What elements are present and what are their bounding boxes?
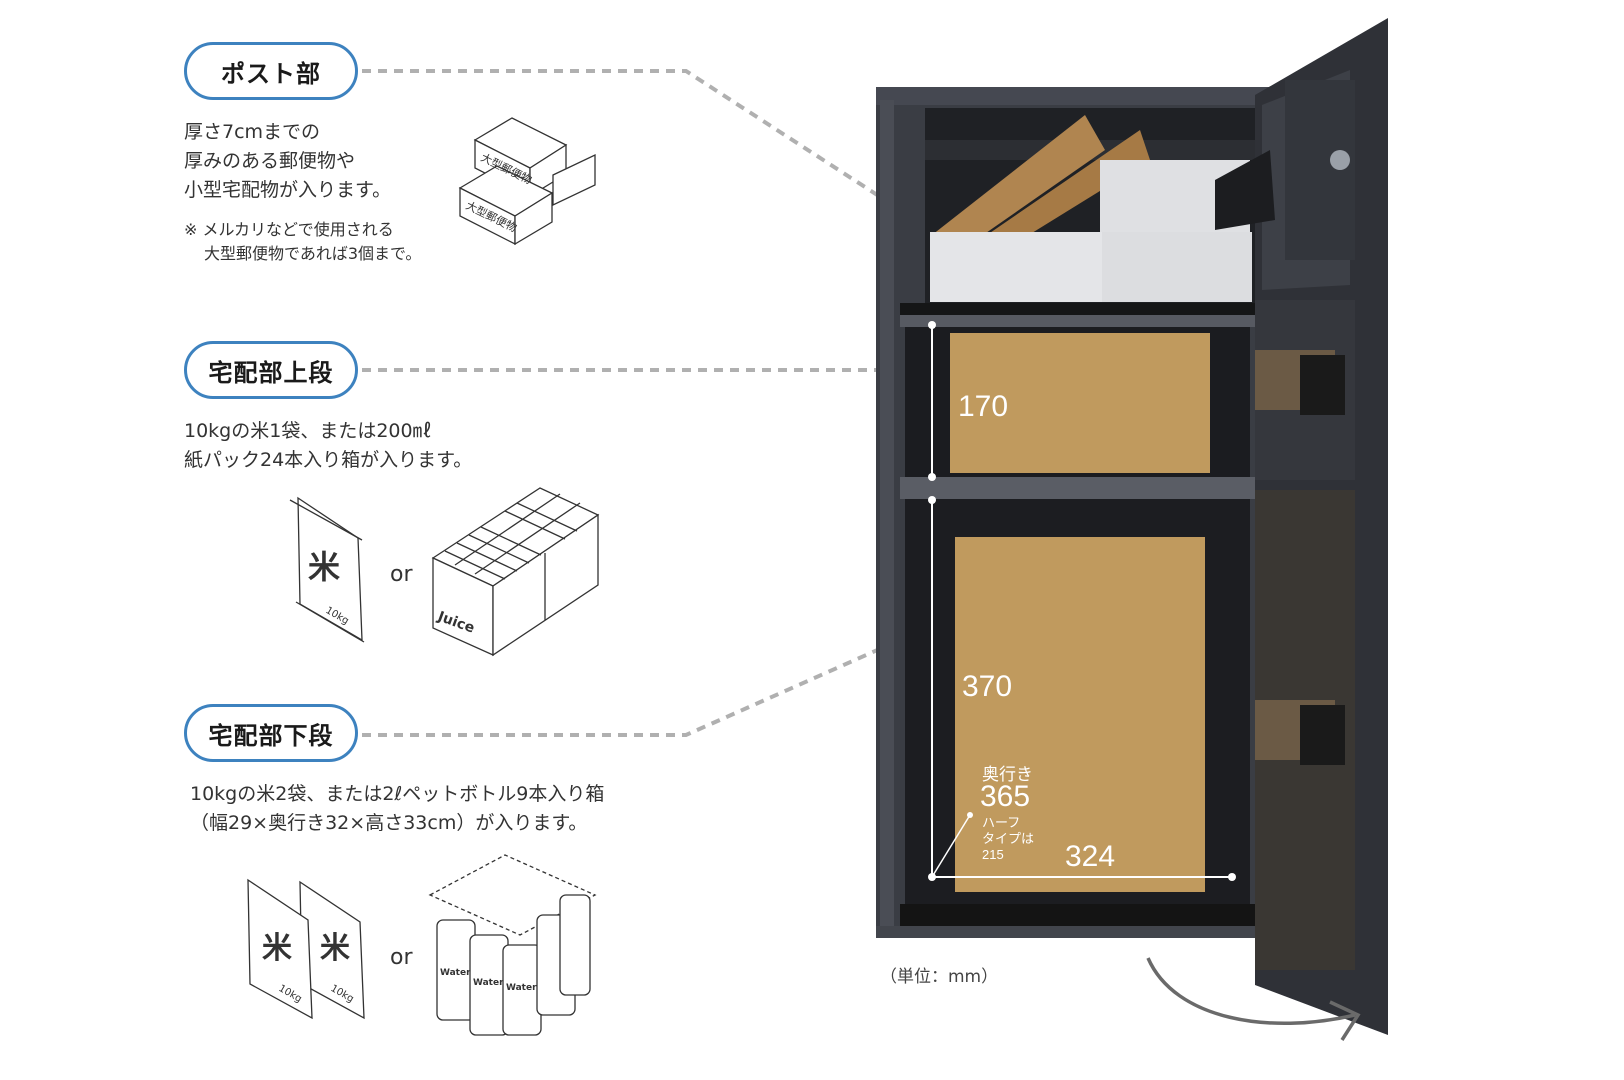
section-upper-description: 10kgの米1袋、または200㎖ 紙パック24本入り箱が入ります。 — [184, 420, 473, 471]
water-bottles-icon — [428, 854, 597, 1036]
connector-lower — [362, 638, 901, 737]
cabinet — [876, 87, 1276, 938]
section-post-label: ポスト部 — [184, 42, 358, 100]
section-post-note: ※ メルカリなどで使用される 大型郵便物であれば3個まで。 — [184, 220, 422, 263]
juice-carton-box-icon — [431, 487, 600, 657]
rice-char-1: 米 — [308, 548, 340, 586]
upper-height-label: 170 — [958, 390, 1009, 423]
connector-post — [362, 69, 887, 202]
or-label-lower: or — [390, 945, 413, 970]
section-lower-label: 宅配部下段 — [184, 704, 358, 762]
rice-bag-icon — [289, 496, 365, 643]
section-upper-label: 宅配部上段 — [184, 341, 358, 399]
section-lower-description: 10kgの米2袋、または2ℓペットボトル9本入り箱 （幅29×奥行き32×高さ3… — [190, 783, 605, 834]
door-swing-arrow — [1146, 957, 1356, 1025]
water-label-3: Water — [506, 983, 537, 993]
cabinet-door — [1215, 18, 1388, 1035]
section-post-description: 厚さ7cmまでの 厚みのある郵便物や 小型宅配物が入ります。 — [184, 121, 392, 201]
depth-caption: 奥行き — [982, 765, 1033, 784]
rice-char-3: 米 — [320, 931, 350, 966]
unit-label: （単位：mm） — [880, 967, 999, 987]
large-mail-packages-icon — [458, 117, 596, 246]
lower-height-label: 370 — [962, 670, 1013, 703]
rice-bags-icon — [247, 878, 365, 1020]
or-label-upper: or — [390, 562, 413, 587]
water-label-1: Water — [440, 968, 471, 978]
width-label: 324 — [1065, 840, 1116, 873]
half-type-note: ハーフ タイプは 215 — [982, 815, 1035, 862]
depth-label: 365 — [980, 780, 1031, 813]
water-label-2: Water — [473, 978, 504, 988]
rice-char-2: 米 — [262, 931, 292, 966]
